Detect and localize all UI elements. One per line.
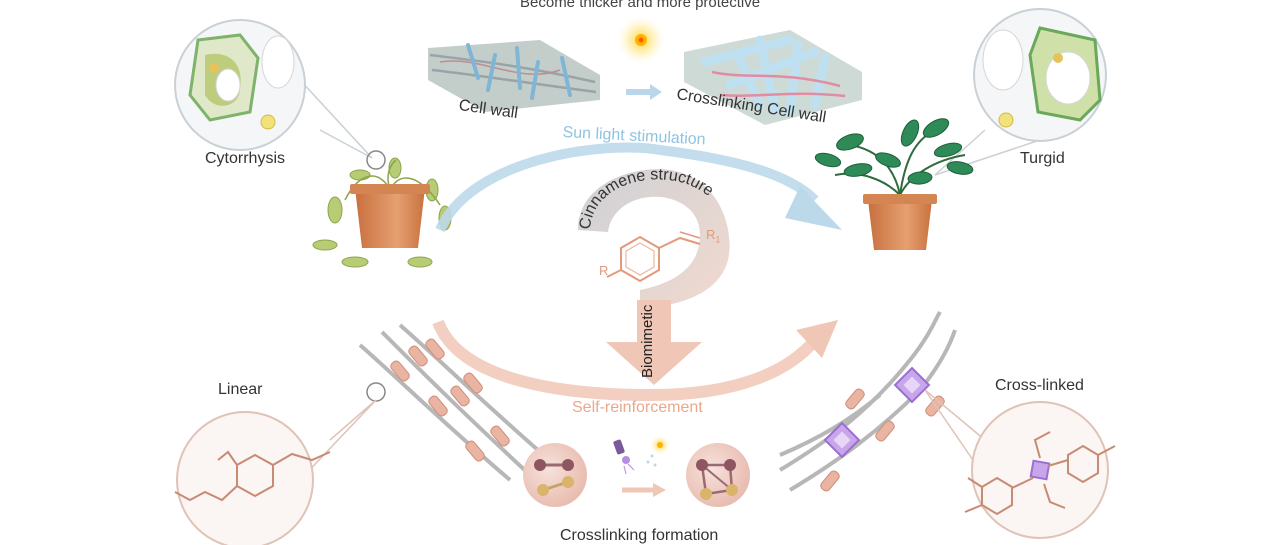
biomimetic-arrow — [606, 300, 702, 385]
linear-label: Linear — [218, 381, 263, 398]
self-reinforcement-arrow — [432, 319, 820, 402]
linear-polymer-chains — [358, 323, 557, 482]
cytorrhysis-label: Cytorrhysis — [205, 150, 286, 167]
top-caption: Become thicker and more protective — [520, 0, 761, 11]
turgid-label: Turgid — [1020, 150, 1065, 167]
turgid-magnifier — [934, 8, 1107, 176]
cross-linked-label: Cross-linked — [995, 377, 1084, 394]
cytorrhysis-magnifier — [174, 19, 386, 170]
crosslinking-formation-label: Crosslinking formation — [560, 527, 719, 544]
biomimetic-label: Biomimetic — [639, 304, 656, 378]
r1-group-label: R1 — [706, 227, 720, 245]
transition-arrow-head — [650, 84, 662, 100]
r-group-label: R — [599, 263, 609, 278]
sunlight-arrow-head — [785, 186, 842, 230]
uv-lamp-icon — [613, 439, 635, 475]
formation-arrow-head — [653, 483, 666, 497]
crosslinked-polymer-network — [778, 310, 957, 492]
crosslink-node — [893, 366, 931, 404]
mini-sun-icon — [646, 435, 670, 467]
self-reinforcement-label: Self-reinforcement — [572, 399, 703, 416]
turgid-plant-icon — [814, 118, 974, 250]
linear-molecule-magnifier — [174, 399, 377, 545]
crosslinked-cell-wall-illustration — [684, 30, 862, 125]
sun-icon — [617, 16, 665, 64]
crosslinking-after-sphere — [686, 443, 750, 507]
sunlight-arrow — [435, 142, 819, 233]
r1-base: R — [706, 227, 716, 242]
crosslinked-molecule-magnifier — [924, 389, 1116, 539]
crosslink-node — [823, 421, 861, 459]
cell-wall-illustration — [428, 40, 600, 112]
wilted-plant-icon — [312, 157, 452, 268]
cinnamene-structure-emblem — [578, 169, 730, 330]
self-reinforcement-arrow-head — [796, 320, 838, 358]
r1-subscript: 1 — [715, 234, 721, 245]
crosslinking-before-sphere — [523, 443, 587, 507]
